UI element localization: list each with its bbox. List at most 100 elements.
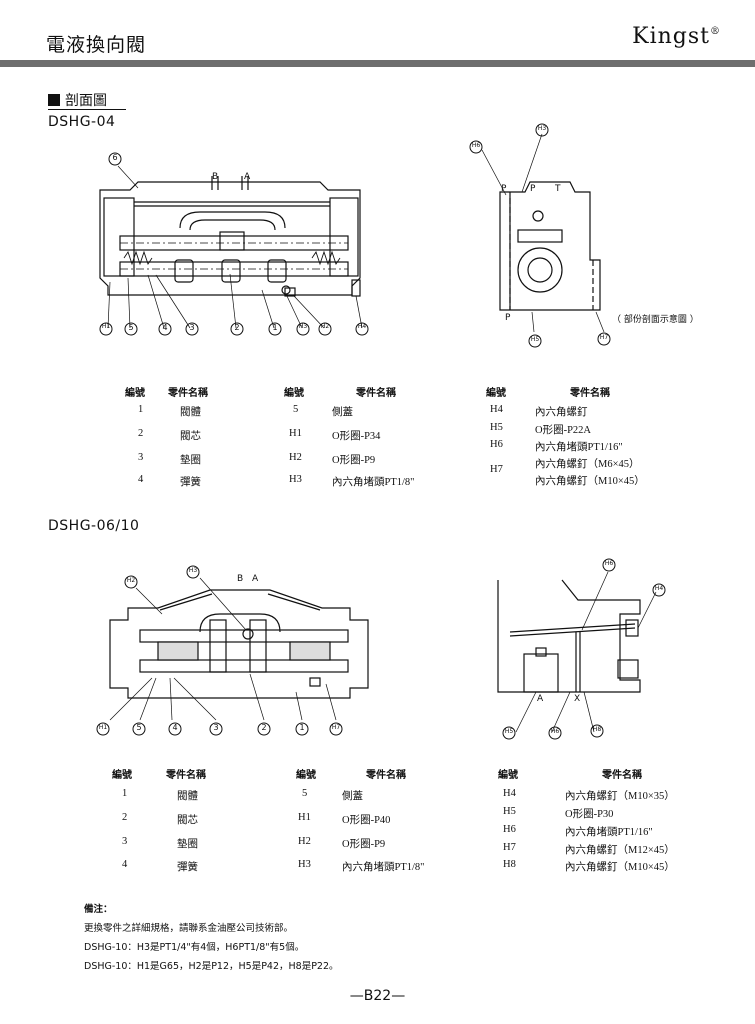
callout-circle-icon bbox=[168, 722, 182, 736]
callout-circle-icon bbox=[185, 322, 199, 336]
callout-1-0610: 1 bbox=[295, 721, 309, 740]
port-label-x-end: X bbox=[574, 694, 581, 704]
notes-title: 備注： bbox=[84, 904, 113, 915]
callout-h5: H5 bbox=[528, 333, 542, 352]
callout-text: H3 bbox=[537, 125, 547, 132]
table-cell: 內六角堵頭PT1/8" bbox=[342, 862, 425, 873]
callout-circle-icon bbox=[329, 722, 343, 736]
callout-circle-icon bbox=[257, 722, 271, 736]
callout-text: H5 bbox=[530, 336, 540, 343]
table-header: 零件名稱 bbox=[166, 770, 206, 781]
table-cell: 閥體 bbox=[180, 407, 201, 418]
page-title: 電液換向閥 bbox=[46, 34, 147, 56]
table-cell: 墊圈 bbox=[177, 839, 198, 850]
table-cell: H4 bbox=[490, 404, 503, 415]
callout-text: H4 bbox=[357, 323, 367, 330]
brand-name: Kingst bbox=[632, 24, 710, 49]
callout-circle-icon bbox=[132, 722, 146, 736]
table-cell: H6 bbox=[503, 824, 516, 835]
table-cell: 內六角螺釘（M10×45） bbox=[565, 862, 675, 873]
table-cell: H4 bbox=[503, 788, 516, 799]
model-label-04: DSHG-04 bbox=[48, 114, 116, 130]
table-cell: O形圈-P22A bbox=[535, 425, 592, 436]
notes-block: 備注： 更換零件之詳細規格，請聯系金油壓公司技術部。 DSHG-10：H3是PT… bbox=[84, 900, 339, 976]
table-cell: 1 bbox=[122, 788, 128, 799]
callout-h6-end-0610: H6 bbox=[602, 557, 616, 576]
callout-circle-icon bbox=[502, 726, 516, 740]
callout-text: H1 bbox=[101, 323, 111, 330]
table-cell: 1 bbox=[138, 404, 144, 415]
table-cell: O形圈-P9 bbox=[342, 839, 386, 850]
section-heading-text: 剖面圖 bbox=[65, 93, 107, 109]
callout-circle-icon bbox=[186, 565, 200, 579]
table-cell: H1 bbox=[298, 812, 311, 823]
callout-h3: H3 bbox=[296, 321, 310, 340]
callout-h6: H6 bbox=[469, 139, 483, 158]
table-cell: 3 bbox=[138, 452, 144, 463]
registered-mark: ® bbox=[710, 26, 721, 37]
callout-circle-icon bbox=[597, 332, 611, 346]
callout-circle-icon bbox=[230, 322, 244, 336]
callout-circle-icon bbox=[602, 558, 616, 572]
callout-text: H6 bbox=[550, 728, 560, 735]
parts-table-04: 編號 零件名稱 編號 零件名稱 編號 零件名稱 1 閥體 2 閥芯 3 墊圈 4… bbox=[0, 380, 755, 490]
callout-circle-icon bbox=[295, 722, 309, 736]
table-cell: O形圈-P30 bbox=[565, 809, 614, 820]
callout-circle-icon bbox=[469, 140, 483, 154]
table-cell: 內六角堵頭PT1/8" bbox=[332, 477, 415, 488]
callout-h5-end-0610: H5 bbox=[502, 725, 516, 744]
notes-line: DSHG-10：H3是PT1/4"有4個，H6PT1/8"有5個。 bbox=[84, 942, 305, 953]
callout-h8-end-0610: H8 bbox=[590, 723, 604, 742]
callout-h6b-end-0610: H6 bbox=[548, 725, 562, 744]
table-cell: 4 bbox=[122, 859, 128, 870]
header-bar bbox=[0, 60, 755, 67]
port-label-b-0610: B bbox=[237, 574, 244, 584]
callout-circle-icon bbox=[108, 152, 122, 166]
table-cell: 彈簧 bbox=[180, 477, 201, 488]
callout-4: 4 bbox=[158, 321, 172, 340]
callout-2-0610: 2 bbox=[257, 721, 271, 740]
port-label-p: P bbox=[501, 184, 507, 194]
table-header: 零件名稱 bbox=[356, 388, 396, 399]
callout-text: 5 bbox=[128, 323, 134, 332]
callout-text: H2 bbox=[320, 323, 330, 330]
callout-text: 3 bbox=[189, 323, 195, 332]
callout-6: 6 bbox=[108, 151, 122, 170]
square-bullet-icon bbox=[48, 94, 60, 106]
table-cell: 內六角堵頭PT1/16" bbox=[535, 442, 623, 453]
callout-text: 5 bbox=[136, 723, 142, 732]
section-heading: 剖面圖 bbox=[48, 90, 107, 110]
port-label-t: T bbox=[555, 184, 561, 194]
table-cell: 彈簧 bbox=[177, 862, 198, 873]
callout-text: H1 bbox=[98, 724, 108, 731]
table-header: 編號 bbox=[486, 388, 506, 399]
page-number: —B22— bbox=[349, 988, 406, 1004]
dshg04-section-drawing bbox=[99, 165, 363, 329]
table-cell: 閥芯 bbox=[177, 815, 198, 826]
table-cell: 2 bbox=[122, 812, 128, 823]
callout-circle-icon bbox=[124, 322, 138, 336]
port-label-a-0610: A bbox=[252, 574, 259, 584]
callout-circle-icon bbox=[528, 334, 542, 348]
callout-circle-icon bbox=[535, 123, 549, 137]
callout-text: H6 bbox=[471, 142, 481, 149]
table-cell: 2 bbox=[138, 428, 144, 439]
table-cell: 閥芯 bbox=[180, 431, 201, 442]
table-cell: O形圈-P40 bbox=[342, 815, 391, 826]
table-cell: H7 bbox=[490, 464, 503, 475]
dshg0610-end-view-drawing bbox=[497, 571, 657, 733]
callout-circle-icon bbox=[268, 322, 282, 336]
table-cell: 內六角螺釘（M12×45） bbox=[565, 845, 675, 856]
partial-section-note: （ 部份剖面示意圖 ） bbox=[612, 315, 699, 325]
table-header: 零件名稱 bbox=[570, 388, 610, 399]
table-cell: H8 bbox=[503, 859, 516, 870]
callout-text: H6 bbox=[604, 560, 614, 567]
model-label-0610: DSHG-06/10 bbox=[48, 518, 140, 534]
callout-h7-0610: H7 bbox=[329, 721, 343, 740]
callout-text: 2 bbox=[261, 723, 267, 732]
table-cell: H5 bbox=[503, 806, 516, 817]
callout-h2: H2 bbox=[318, 321, 332, 340]
callout-circle-icon bbox=[124, 575, 138, 589]
table-cell: 內六角螺釘（M10×45） bbox=[535, 476, 645, 487]
table-cell: 內六角螺釘 bbox=[535, 407, 588, 418]
